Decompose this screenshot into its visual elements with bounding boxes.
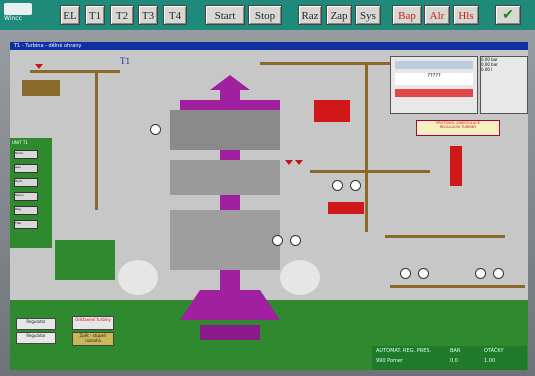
bap-button[interactable]: Bap bbox=[392, 5, 422, 25]
app-logo: Wincc bbox=[4, 3, 32, 27]
el-button[interactable]: EL bbox=[60, 5, 80, 25]
t1-button[interactable]: T1 bbox=[85, 5, 105, 25]
readout-1: 0.00 bar bbox=[481, 57, 498, 62]
legend-item-hydr[interactable]: Hydr bbox=[14, 178, 38, 187]
pressure-tank bbox=[314, 100, 350, 122]
right-readout-panel: 0.00 bar 0.00 bar 0.00 l bbox=[480, 56, 528, 114]
status-label-1: AUTOMAT. REG. PRES. bbox=[376, 348, 432, 354]
legend-item-olej[interactable]: Olej bbox=[14, 206, 38, 215]
bearing-housing bbox=[170, 110, 280, 150]
raz-button[interactable]: Raz bbox=[298, 5, 322, 25]
pipe-top-left bbox=[30, 70, 120, 73]
regulator-button-1[interactable]: Regulator bbox=[16, 318, 56, 330]
status-value-1: 990 Pomer bbox=[376, 358, 404, 364]
alr-button[interactable]: Alr bbox=[424, 5, 450, 25]
spiral-casing-left bbox=[118, 260, 158, 295]
upper-stator bbox=[170, 160, 280, 195]
floor-left bbox=[55, 240, 115, 280]
start-button[interactable]: Start bbox=[205, 5, 245, 25]
step-back-button[interactable]: Zpět - stupeň rozvaha bbox=[72, 332, 114, 346]
stop-button[interactable]: Stop bbox=[248, 5, 282, 25]
info-panel-alarm bbox=[395, 89, 473, 97]
readout-2: 0.00 bar bbox=[481, 62, 498, 67]
pipe-bottom-right bbox=[390, 285, 525, 288]
valve-icon[interactable] bbox=[35, 64, 43, 69]
shutdown-turbine-button[interactable]: Odstavení turbiny bbox=[72, 316, 114, 330]
status-label-2: BAR bbox=[450, 348, 461, 354]
pipe-left-vertical bbox=[95, 70, 98, 210]
t2-button[interactable]: T2 bbox=[110, 5, 134, 25]
valve-icon[interactable] bbox=[295, 160, 303, 165]
info-panel-header bbox=[395, 61, 473, 69]
logo-mark-icon bbox=[4, 3, 32, 15]
window-title: T1 - Turbina - dělné ohrany bbox=[14, 43, 82, 49]
pump-icon[interactable] bbox=[332, 180, 343, 191]
top-toolbar: Wincc EL T1 T2 T3 T4 Start Stop Raz Zap … bbox=[0, 0, 535, 30]
accumulator bbox=[450, 146, 462, 186]
pump-icon[interactable] bbox=[475, 268, 486, 279]
unit-label: T1 bbox=[120, 56, 130, 66]
legend-item-gen[interactable]: Gen bbox=[14, 164, 38, 173]
status-value-3: 1.00 bbox=[484, 358, 496, 364]
regulator-button-2[interactable]: Regulator bbox=[16, 332, 56, 344]
valve-icon[interactable] bbox=[285, 160, 293, 165]
zap-button[interactable]: Zap bbox=[326, 5, 352, 25]
status-strip: AUTOMAT. REG. PRES. BAR OTÁČKY 990 Pomer… bbox=[372, 346, 527, 370]
info-panel-value: ????? bbox=[395, 73, 473, 85]
pump-icon[interactable] bbox=[272, 235, 283, 246]
pump-icon[interactable] bbox=[350, 180, 361, 191]
spiral-casing-right bbox=[280, 260, 320, 295]
legend-panel: UNIT T1 Turbo Gen Hydr Servo Olej Tlak bbox=[10, 138, 52, 248]
hydraulic-tank bbox=[328, 202, 364, 214]
window-titlebar: T1 - Turbina - dělné ohrany bbox=[10, 42, 528, 50]
pump-icon[interactable] bbox=[150, 124, 161, 135]
his-button[interactable]: Hls bbox=[453, 5, 479, 25]
readout-3: 0.00 l bbox=[481, 67, 493, 72]
pipe-mid bbox=[310, 170, 430, 173]
t3-button[interactable]: T3 bbox=[138, 5, 158, 25]
pump-icon[interactable] bbox=[493, 268, 504, 279]
pump-icon[interactable] bbox=[418, 268, 429, 279]
status-label-3: OTÁČKY bbox=[484, 348, 504, 354]
warning-label: PROTOKOL ZAREGULACE REGULACNI TURBINY bbox=[416, 120, 500, 136]
status-value-2: 0.0 bbox=[450, 358, 458, 364]
legend-item-tlak[interactable]: Tlak bbox=[14, 220, 38, 229]
logo-text: Wincc bbox=[4, 15, 22, 22]
lower-stator bbox=[170, 210, 280, 270]
oil-tank bbox=[22, 80, 60, 96]
pump-icon[interactable] bbox=[290, 235, 301, 246]
legend-item-turbo[interactable]: Turbo bbox=[14, 150, 38, 159]
confirm-check-button[interactable]: ✔ bbox=[495, 5, 521, 25]
t4-button[interactable]: T4 bbox=[163, 5, 187, 25]
legend-title: UNIT T1 bbox=[12, 140, 28, 145]
pipe-top bbox=[260, 62, 390, 65]
info-panel: ????? bbox=[390, 56, 478, 114]
pipe-lower-right bbox=[385, 235, 505, 238]
sys-button[interactable]: Sys bbox=[355, 5, 381, 25]
pump-icon[interactable] bbox=[400, 268, 411, 279]
pipe-right-vertical bbox=[365, 62, 368, 232]
process-diagram: T1 UNIT T1 Turbo Gen Hydr Servo Olej Tla… bbox=[10, 50, 528, 370]
legend-item-servo[interactable]: Servo bbox=[14, 192, 38, 201]
